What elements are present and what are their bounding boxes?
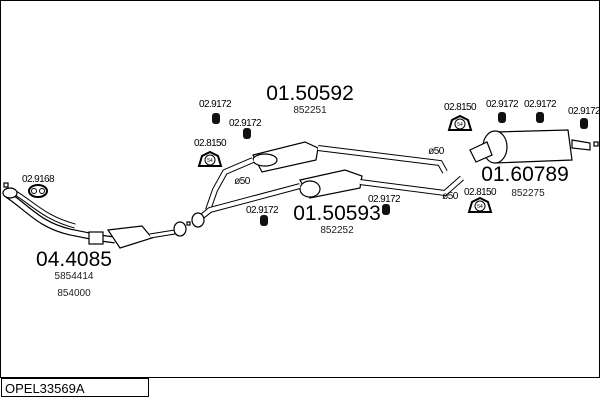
hanger-icon: 54 — [447, 114, 473, 131]
rear-silencer-part[interactable] — [469, 129, 599, 164]
clamp-icon — [260, 215, 268, 226]
diagram-code: OPEL33569A — [1, 378, 149, 397]
part-number: 01.50592 — [266, 82, 354, 105]
fitting-label: 02.9172 — [199, 99, 232, 110]
clamp-icon — [536, 112, 544, 123]
clamp-icon — [212, 113, 220, 124]
clamp-icon — [382, 204, 390, 215]
hanger-icon: 54 — [197, 150, 223, 167]
part-number: 04.4085 — [36, 248, 112, 271]
clamp-icon — [498, 112, 506, 123]
fitting-label: 02.9168 — [22, 174, 55, 185]
fitting-label: 02.8150 — [464, 187, 497, 198]
center-silencer-upper-part[interactable] — [205, 141, 448, 211]
front-pipe-part[interactable] — [2, 182, 191, 249]
fitting-label: 02.9172 — [568, 106, 600, 117]
fitting-label: 02.9172 — [524, 99, 557, 110]
gasket-icon — [28, 184, 48, 198]
clamp-icons — [212, 112, 588, 226]
part-ref: 852275 — [511, 188, 545, 199]
clamp-icon — [243, 128, 251, 139]
diameter-label: ø50 — [234, 176, 250, 187]
fitting-label: 02.8150 — [194, 138, 227, 149]
svg-text:54: 54 — [477, 204, 483, 210]
svg-text:54: 54 — [207, 158, 213, 164]
fitting-label: 02.9172 — [368, 194, 401, 205]
diameter-label: ø50 — [442, 191, 458, 202]
diameter-label: ø50 — [428, 146, 444, 157]
svg-text:54: 54 — [457, 122, 463, 128]
fitting-label: 02.9172 — [246, 205, 279, 216]
part-ref: 5854414 — [55, 271, 94, 282]
part-number: 01.60789 — [481, 163, 569, 186]
part-number: 01.50593 — [293, 202, 381, 225]
part-ref: 852252 — [320, 225, 354, 236]
clamp-icon — [580, 118, 588, 129]
fitting-label: 02.9172 — [486, 99, 519, 110]
part-ref: 854000 — [57, 288, 91, 299]
fitting-label: 02.9172 — [229, 118, 262, 129]
hanger-icon: 54 — [467, 196, 493, 213]
part-ref: 852251 — [293, 105, 327, 116]
fitting-label: 02.8150 — [444, 102, 477, 113]
center-silencer-lower-part[interactable] — [191, 169, 464, 228]
